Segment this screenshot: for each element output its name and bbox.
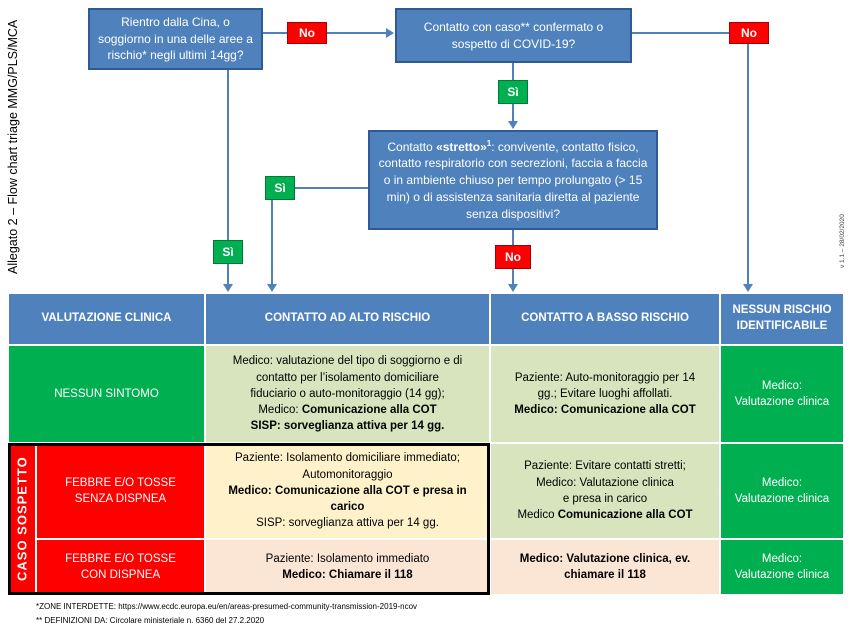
no-label-close-contact: No bbox=[495, 245, 531, 269]
seg-normal: Paziente: Auto-monitoraggio per 14 bbox=[514, 371, 696, 384]
seg-bold: Medico: Comunicazione alla COT bbox=[514, 404, 696, 417]
caso-sospetto-strip: CASO SOSPETTO bbox=[8, 443, 36, 595]
seg-bold: SISP: sorveglianza attiva per 14 gg. bbox=[250, 420, 445, 433]
text-line: FEBBRE E/O TOSSE bbox=[65, 476, 176, 489]
no-label-case-contact: No bbox=[729, 22, 769, 44]
seg-bold: Medico: Valutazione clinica, ev. bbox=[519, 552, 691, 565]
text-line: Automonitoraggio bbox=[214, 467, 481, 483]
no-label-travel: No bbox=[287, 22, 327, 44]
text-line: Medico: Comunicazione alla COT bbox=[214, 402, 481, 418]
seg-normal: SISP: sorveglianza attiva per 14 gg. bbox=[256, 517, 439, 530]
text-line: Paziente: Isolamento immediato bbox=[214, 551, 481, 567]
header-contatto-alto-rischio: CONTATTO AD ALTO RISCHIO bbox=[205, 293, 490, 345]
text-line: carico bbox=[214, 499, 481, 515]
cell-febbre-senza-dispnea-alto: Paziente: Isolamento domiciliare immedia… bbox=[205, 443, 490, 539]
flow-box-travel-history: Rientro dalla Cina, o soggiorno in una d… bbox=[88, 8, 263, 70]
yes-label-close-contact: Sì bbox=[265, 176, 295, 200]
left-vertical-title: Allegato 2 – Flow chart triage MMG/PLS/M… bbox=[6, 19, 20, 274]
seg-normal: Medico bbox=[517, 509, 558, 522]
seg-normal: Medico: valutazione del tipo di soggiorn… bbox=[232, 355, 463, 368]
seg-bold: Comunicazione alla COT bbox=[301, 404, 437, 417]
seg-normal: Contatto bbox=[387, 139, 437, 154]
text-line: Valutazione clinica bbox=[734, 569, 830, 581]
text-line: chiamare il 118 bbox=[499, 567, 711, 583]
text-line: Medico: bbox=[761, 552, 803, 565]
version-label: v 1.1 – 28/02/2020 bbox=[839, 214, 846, 268]
text-line: Medico: Valutazione clinica, ev. bbox=[499, 551, 711, 567]
seg-bold: carico bbox=[330, 501, 365, 514]
text-line: SISP: sorveglianza attiva per 14 gg. bbox=[214, 515, 481, 531]
cell-febbre-con-dispnea-nessun-rischio: Medico: Valutazione clinica bbox=[720, 539, 844, 595]
flow-box-case-contact: Contatto con caso** confermato o sospett… bbox=[395, 8, 632, 63]
footnote-superscript: 1 bbox=[486, 138, 492, 148]
row-label-nessun-sintomo: NESSUN SINTOMO bbox=[8, 345, 205, 443]
row-label-febbre-senza-dispnea: FEBBRE E/O TOSSE SENZA DISPNEA bbox=[36, 443, 205, 539]
text-line: Paziente: Isolamento domiciliare immedia… bbox=[214, 450, 481, 466]
text-line: Medico: Comunicazione alla COT bbox=[499, 402, 711, 418]
triage-table: VALUTAZIONE CLINICA CONTATTO AD ALTO RIS… bbox=[8, 293, 844, 595]
seg-normal: Paziente: Isolamento domiciliare immedia… bbox=[235, 452, 460, 465]
row-label-febbre-con-dispnea: FEBBRE E/O TOSSE CON DISPNEA bbox=[36, 539, 205, 595]
text-line: gg.; Evitare luoghi affollati. bbox=[499, 386, 711, 402]
text-line: FEBBRE E/O TOSSE bbox=[65, 552, 176, 565]
header-contatto-basso-rischio: CONTATTO A BASSO RISCHIO bbox=[490, 293, 720, 345]
text-line: Medico: Chiamare il 118 bbox=[214, 567, 481, 583]
text-line: CON DISPNEA bbox=[80, 569, 161, 581]
seg-bold: Medico: Chiamare il 118 bbox=[282, 569, 413, 581]
cell-nessun-sintomo-nessun-rischio: Medico: Valutazione clinica bbox=[720, 345, 844, 443]
text-line: Paziente: Auto-monitoraggio per 14 bbox=[499, 370, 711, 386]
yes-label-case-contact: Sì bbox=[498, 80, 528, 104]
text-line: NESSUN SINTOMO bbox=[54, 387, 159, 400]
seg-normal: Automonitoraggio bbox=[302, 468, 393, 481]
text-line: Medico: bbox=[761, 476, 803, 489]
cell-nessun-sintomo-alto: Medico: valutazione del tipo di soggiorn… bbox=[205, 345, 490, 443]
text-line: SISP: sorveglianza attiva per 14 gg. bbox=[214, 418, 481, 434]
text-line: Valutazione clinica bbox=[734, 396, 830, 408]
flow-box-close-contact: Contatto «stretto»1: convivente, contatt… bbox=[368, 130, 658, 230]
header-nessun-rischio: NESSUN RISCHIO IDENTIFICABILE bbox=[720, 293, 844, 345]
text-line: Medico: valutazione del tipo di soggiorn… bbox=[214, 353, 481, 369]
seg-bold: «stretto» bbox=[436, 139, 487, 154]
seg-normal: : convivente, contatto fisico, contatto … bbox=[378, 139, 648, 221]
text-line: Medico: bbox=[761, 379, 803, 392]
seg-bold: Medico: Comunicazione alla COT e presa i… bbox=[228, 484, 467, 497]
text-line: Medico: Valutazione clinica bbox=[499, 475, 711, 491]
text-line: Valutazione clinica bbox=[734, 493, 830, 505]
footnotes: *ZONE INTERDETTE: https://www.ecdc.europ… bbox=[36, 600, 417, 628]
seg-bold: chiamare il 118 bbox=[564, 569, 646, 581]
seg-normal: e presa in carico bbox=[562, 493, 648, 505]
seg-normal: fiduciario o auto-monitoraggio (14 gg); bbox=[250, 387, 445, 400]
seg-normal: gg.; Evitare luoghi affollati. bbox=[537, 387, 673, 400]
seg-normal: contatto per l’isolamento domiciliare bbox=[256, 371, 439, 384]
cell-nessun-sintomo-basso: Paziente: Auto-monitoraggio per 14 gg.; … bbox=[490, 345, 720, 443]
cell-febbre-con-dispnea-alto: Paziente: Isolamento immediato Medico: C… bbox=[205, 539, 490, 595]
text-line: contatto per l’isolamento domiciliare bbox=[214, 370, 481, 386]
footnote-zone-interdette: *ZONE INTERDETTE: https://www.ecdc.europ… bbox=[36, 602, 418, 611]
seg-normal: Paziente: Isolamento immediato bbox=[265, 552, 430, 565]
seg-bold: Comunicazione alla COT bbox=[557, 509, 693, 522]
text-line: Medico: Comunicazione alla COT e presa i… bbox=[214, 483, 481, 499]
footnote-definizioni: ** DEFINIZIONI DA: Circolare ministerial… bbox=[36, 616, 265, 625]
seg-normal: Paziente: Evitare contatti stretti; bbox=[524, 460, 686, 473]
cell-febbre-senza-dispnea-nessun-rischio: Medico: Valutazione clinica bbox=[720, 443, 844, 539]
header-valutazione-clinica: VALUTAZIONE CLINICA bbox=[8, 293, 205, 345]
cell-febbre-senza-dispnea-basso: Paziente: Evitare contatti stretti; Medi… bbox=[490, 443, 720, 539]
close-contact-text: Contatto «stretto»1: convivente, contatt… bbox=[378, 138, 648, 223]
text-line: SENZA DISPNEA bbox=[74, 493, 167, 505]
yes-label-travel: Sì bbox=[213, 240, 243, 264]
text-line: fiduciario o auto-monitoraggio (14 gg); bbox=[214, 386, 481, 402]
seg-normal: Medico: bbox=[258, 404, 302, 417]
text-line: Paziente: Evitare contatti stretti; bbox=[499, 458, 711, 474]
seg-normal: Medico: Valutazione clinica bbox=[536, 476, 674, 489]
text-line: e presa in carico bbox=[499, 491, 711, 507]
text-line: Medico Comunicazione alla COT bbox=[499, 507, 711, 523]
cell-febbre-con-dispnea-basso: Medico: Valutazione clinica, ev. chiamar… bbox=[490, 539, 720, 595]
